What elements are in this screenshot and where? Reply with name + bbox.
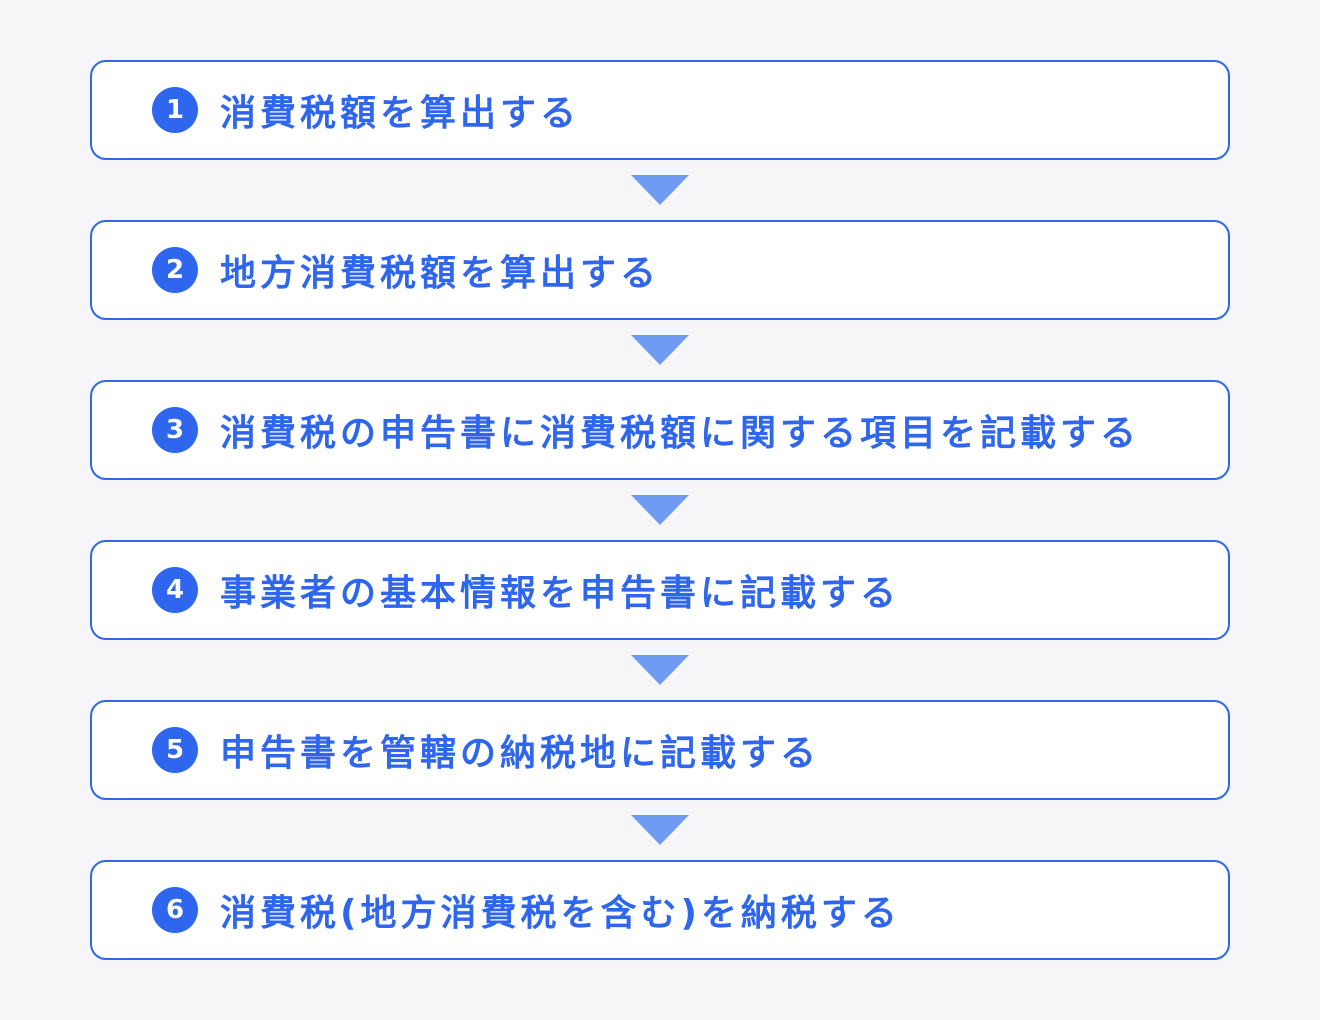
step-label: 事業者の基本情報を申告書に記載する — [220, 573, 901, 614]
flow-connector — [90, 480, 1230, 540]
step-6-box: 6 消費税(地方消費税を含む)を納税する — [90, 860, 1230, 960]
step-label: 申告書を管轄の納税地に記載する — [220, 733, 821, 774]
step-1-box: 1 消費税額を算出する — [90, 60, 1230, 160]
step-label: 消費税(地方消費税を含む)を納税する — [220, 893, 901, 934]
arrow-down-icon — [631, 495, 689, 525]
step-number-badge: 4 — [152, 567, 198, 613]
flow-connector — [90, 800, 1230, 860]
flow-connector — [90, 640, 1230, 700]
step-label: 消費税額を算出する — [220, 93, 581, 134]
arrow-down-icon — [631, 655, 689, 685]
arrow-down-icon — [631, 335, 689, 365]
step-5-box: 5 申告書を管轄の納税地に記載する — [90, 700, 1230, 800]
step-3-box: 3 消費税の申告書に消費税額に関する項目を記載する — [90, 380, 1230, 480]
step-number-badge: 2 — [152, 247, 198, 293]
step-4-box: 4 事業者の基本情報を申告書に記載する — [90, 540, 1230, 640]
flow-connector — [90, 320, 1230, 380]
arrow-down-icon — [631, 815, 689, 845]
step-label: 消費税の申告書に消費税額に関する項目を記載する — [220, 413, 1141, 454]
step-number-badge: 1 — [152, 87, 198, 133]
step-number-badge: 3 — [152, 407, 198, 453]
step-2-box: 2 地方消費税額を算出する — [90, 220, 1230, 320]
flowchart: 1 消費税額を算出する 2 地方消費税額を算出する 3 消費税の申告書に消費税額… — [90, 60, 1230, 960]
arrow-down-icon — [631, 175, 689, 205]
flow-connector — [90, 160, 1230, 220]
step-label: 地方消費税額を算出する — [220, 253, 661, 294]
step-number-badge: 5 — [152, 727, 198, 773]
step-number-badge: 6 — [152, 887, 198, 933]
